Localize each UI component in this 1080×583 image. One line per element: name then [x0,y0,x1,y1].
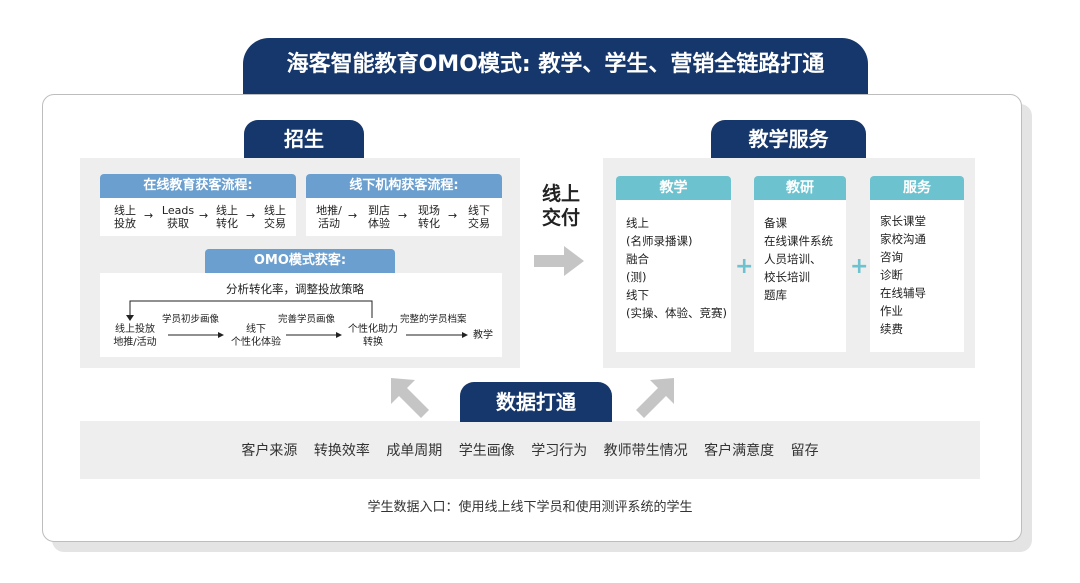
data-item: 教师带生情况 [603,443,688,459]
data-item: 留存 [790,443,819,459]
data-item: 学生画像 [458,443,515,459]
service-column-header: 服务 [870,176,964,200]
offline-step-1: 地推/活动 [316,204,342,230]
omo-edge-label-1: 学员初步画像 [162,314,220,325]
omo-node-3: 个性化助力转换 [348,324,398,348]
research-column-header: 教研 [754,176,846,200]
arrow-right-icon: → [246,209,256,222]
omo-node-4: 教学 [473,330,493,341]
online-delivery-label: 线上交付 [541,183,580,229]
main-title: 海客智能教育OMO模式: 教学、学生、营销全链路打通 [286,52,825,77]
data-item: 学习行为 [531,443,588,459]
offline-step-3: 现场转化 [418,204,440,230]
omo-feedback-label: 分析转化率，调整投放策略 [226,282,364,296]
omo-header: OMO模式获客: [205,249,395,273]
main-title-tab [243,38,868,94]
teaching-column-header: 教学 [616,176,731,200]
data-item: 转换效率 [313,443,370,459]
service-column-list: 家长课堂 家校沟通 咨询 诊断 在线辅导 作业 续费 [870,200,964,352]
data-title: 数据打通 [460,382,612,422]
arrow-right-icon: → [448,209,458,222]
research-column-list: 备课 在线课件系统 人员培训、 校长培训 题库 [754,200,846,352]
data-footer: 学生数据入口：使用线上线下学员和使用测评系统的学生 [367,500,693,515]
data-item: 客户满意度 [704,443,775,459]
omo-node-1: 线上投放地推/活动 [113,324,157,348]
offline-step-2: 到店体验 [368,204,390,230]
omo-box [100,273,502,357]
data-panel [80,421,980,479]
plus-icon: + [850,254,869,279]
arrow-right-icon: → [398,209,408,222]
teaching-service-title: 教学服务 [711,120,866,158]
arrow-right-icon: → [348,209,358,222]
omo-node-2: 线下个性化体验 [231,324,281,348]
arrow-right-icon: → [199,209,209,222]
offline-flow-box [306,198,502,236]
online-step-3: 线上转化 [216,204,238,230]
online-flow-box [100,198,296,236]
arrow-up-right-icon [636,378,674,418]
plus-icon: + [735,254,754,279]
offline-flow-header: 线下机构获客流程: [306,174,502,198]
data-items-row: 客户来源 转换效率 成单周期 学生画像 学习行为 教师带生情况 客户满意度 留存 [80,440,980,460]
online-flow-header: 在线教育获客流程: [100,174,296,198]
right-arrow-icon [534,246,584,276]
data-item: 客户来源 [241,443,298,459]
omo-flow-lines [126,300,468,338]
omo-edge-label-2: 完善学员画像 [278,314,336,325]
online-step-1: 线上投放 [114,204,136,230]
arrow-right-icon: → [144,209,154,222]
omo-edge-label-3: 完整的学员档案 [400,314,467,325]
offline-step-4: 线下交易 [468,204,490,230]
enrollment-title: 招生 [244,120,364,158]
teaching-column-list: 线上 (名师录播课) 融合 (测) 线下 (实操、体验、竞赛) [616,200,731,352]
online-step-4: 线上交易 [264,204,286,230]
data-item: 成单周期 [386,443,443,459]
arrow-up-left-icon [391,378,429,418]
